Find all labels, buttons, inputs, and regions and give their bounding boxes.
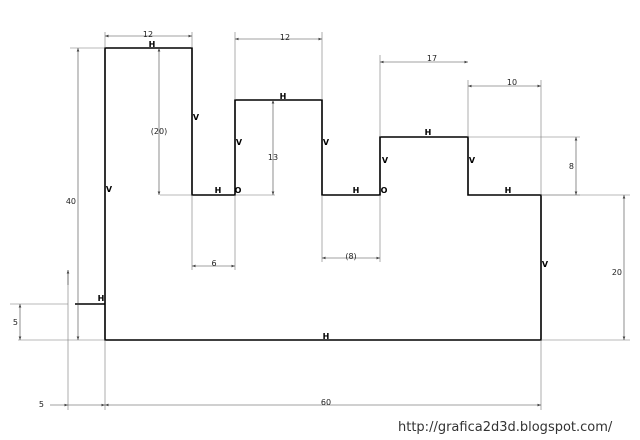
constraint-horizontal: H: [353, 186, 360, 195]
constraint-horizontal: H: [323, 332, 330, 341]
constraint-horizontal: H: [505, 186, 512, 195]
watermark-url: http://grafica2d3d.blogspot.com/: [398, 420, 613, 435]
dim-slot-width-1: 6: [211, 259, 216, 268]
dim-top-width-2: 12: [280, 33, 290, 42]
part-profile: [104, 47, 542, 341]
dim-left-offset: 5: [39, 400, 44, 409]
constraint-horizontal: H: [98, 294, 105, 303]
constraint-coincident: O: [235, 186, 242, 195]
constraint-vertical: V: [382, 156, 389, 165]
dim-offset-low: 5: [13, 318, 18, 327]
dimension-labels: 12 12 17 10 40 (20) 13 8 20 5 6 (8) 60 5: [13, 30, 622, 409]
constraint-horizontal: H: [149, 40, 156, 49]
dim-height-right: 20: [612, 268, 622, 277]
constraint-vertical: V: [236, 138, 243, 147]
dim-height-left: 40: [66, 197, 76, 206]
constraint-coincident: O: [381, 186, 388, 195]
dim-slot-width-2: (8): [345, 252, 356, 261]
dim-base-width: 60: [321, 398, 331, 407]
constraint-horizontal: H: [425, 128, 432, 137]
constraint-horizontal: H: [215, 186, 222, 195]
constraint-vertical: V: [193, 113, 200, 122]
dim-height-third-step: 8: [569, 162, 574, 171]
extension-lines: [10, 32, 630, 410]
dim-top-width-1: 12: [143, 30, 153, 39]
dim-top-width-3: 17: [427, 54, 437, 63]
constraint-vertical: V: [542, 260, 549, 269]
dimension-lines: [18, 34, 626, 407]
constraint-vertical: V: [323, 138, 330, 147]
dim-height-first-slot: (20): [151, 127, 167, 136]
constraint-vertical: V: [106, 185, 113, 194]
constraint-horizontal: H: [280, 92, 287, 101]
dim-top-width-4: 10: [507, 78, 517, 87]
dim-height-second-step: 13: [268, 153, 278, 162]
constraint-vertical: V: [469, 156, 476, 165]
constraint-markers: H V H O V H V H O V H V H V H V H: [98, 40, 549, 341]
